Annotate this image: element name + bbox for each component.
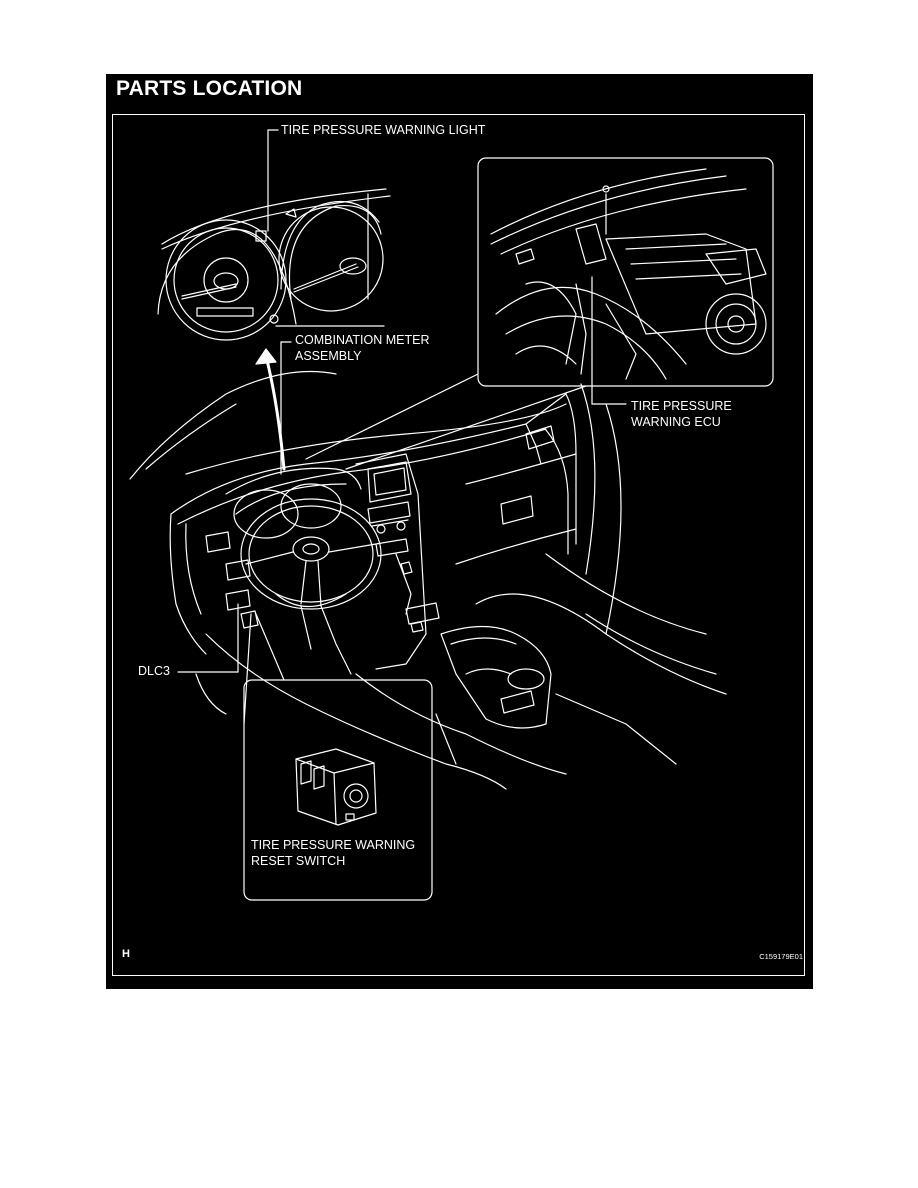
diagram-frame bbox=[112, 114, 805, 976]
corner-mark: H bbox=[122, 948, 130, 960]
label-tire-pressure-warning-light: TIRE PRESSURE WARNING LIGHT bbox=[281, 123, 486, 137]
label-combination-meter-line2: ASSEMBLY bbox=[295, 349, 362, 363]
dashboard-drawing bbox=[129, 370, 727, 790]
combination-meter-inset bbox=[157, 129, 391, 341]
label-dlc3: DLC3 bbox=[138, 664, 170, 678]
label-reset-switch-line1: TIRE PRESSURE WARNING bbox=[251, 838, 416, 852]
page-title: PARTS LOCATION bbox=[116, 77, 303, 100]
reset-switch-inset bbox=[243, 613, 433, 901]
label-ecu-line2: WARNING ECU bbox=[631, 415, 721, 429]
ecu-inset bbox=[477, 157, 774, 405]
label-combination-meter-line1: COMBINATION METER bbox=[295, 333, 430, 347]
figure-code: C159179E01 bbox=[759, 952, 803, 961]
label-ecu-line1: TIRE PRESSURE bbox=[631, 399, 732, 413]
diagram-panel: PARTS LOCATION bbox=[106, 74, 813, 989]
label-reset-switch-line2: RESET SWITCH bbox=[251, 854, 346, 868]
vehicle-interior-illustration bbox=[129, 129, 774, 901]
